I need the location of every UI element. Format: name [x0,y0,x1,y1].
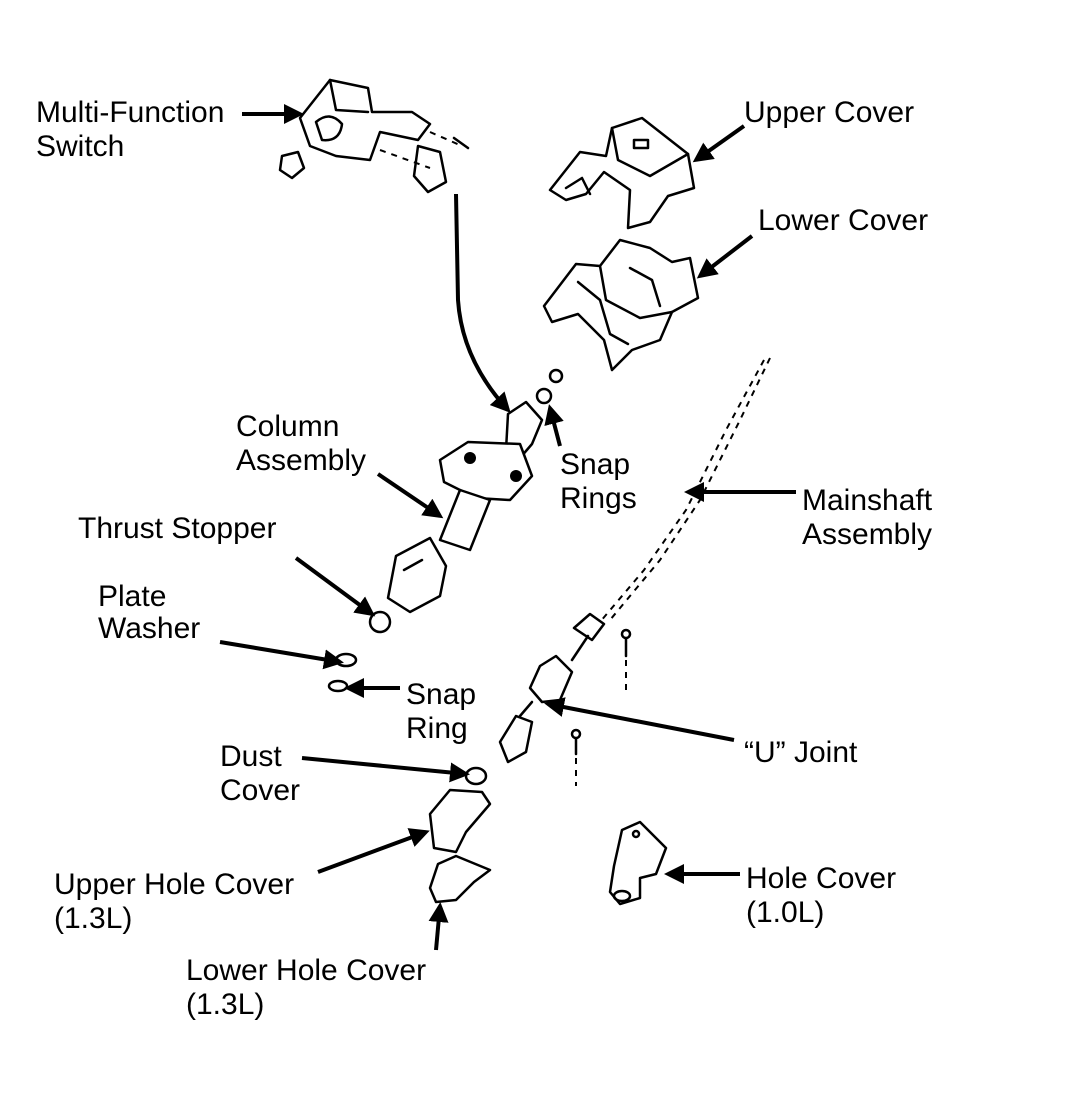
plate-washer-drawing [327,652,358,693]
upper-hole-cover-drawing [428,788,492,854]
label-upper-hole-cover-line1: Upper Hole Cover [54,868,295,901]
label-snap-rings-line1: Snap [560,448,631,481]
multi-function-switch-drawing [278,78,470,194]
column-assembly-drawing [368,400,544,634]
label-upper-cover: Upper Cover [744,96,915,129]
label-lower-hole-cover-line2: (1.3L) [186,988,265,1021]
snap-rings-drawing [535,368,564,405]
u-joint-drawing [498,654,574,764]
label-hole-cover-line2: (1.0L) [746,896,825,929]
label-hole-cover-line1: Hole Cover [746,862,897,895]
label-plate-washer-line1: Plate [98,580,167,613]
dust-cover-drawing [464,766,488,786]
label-column-assembly-line1: Column [236,410,340,443]
label-dust-cover-line2: Cover [220,774,301,807]
leader-arrows [219,104,796,951]
label-mainshaft-assembly-line2: Assembly [802,518,933,551]
label-mainshaft-assembly-line1: Mainshaft [802,484,933,517]
label-plate-washer-line2: Washer [98,612,201,645]
label-snap-rings-line2: Rings [560,482,637,515]
label-column-assembly-line2: Assembly [236,444,367,477]
label-multi-function-switch-line2: Switch [36,130,125,163]
label-thrust-stopper: Thrust Stopper [78,512,277,545]
label-lower-cover: Lower Cover [758,204,929,237]
label-u-joint: “U” Joint [744,736,858,769]
label-snap-ring-line1: Snap [406,678,477,711]
label-multi-function-switch-line1: Multi-Function [36,96,225,129]
label-upper-hole-cover-line2: (1.3L) [54,902,133,935]
lower-cover-drawing [542,238,700,372]
hole-cover-drawing [608,820,668,906]
upper-cover-drawing [548,116,696,230]
label-lower-hole-cover-line1: Lower Hole Cover [186,954,427,987]
label-snap-ring-line2: Ring [406,712,468,745]
lower-hole-cover-drawing [428,854,492,904]
label-dust-cover-line1: Dust [220,740,282,773]
bolts-drawing [570,628,632,786]
